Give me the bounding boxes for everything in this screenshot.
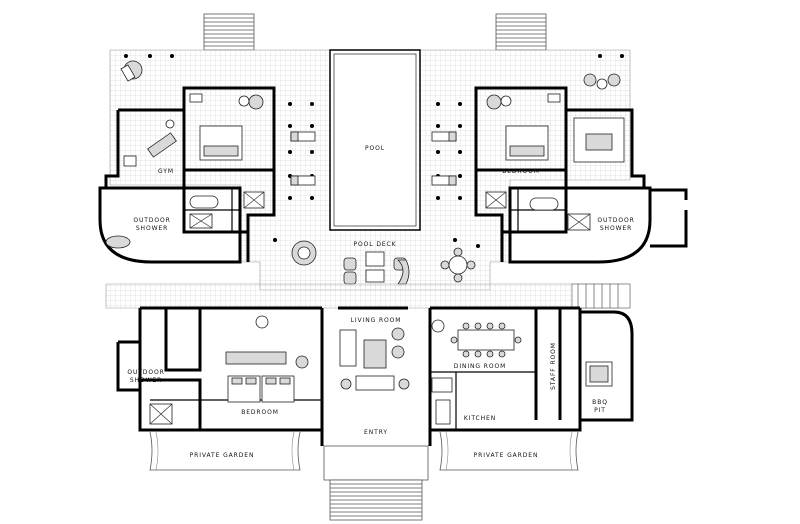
- right-pavilion-furniture: [485, 93, 625, 231]
- side-steps-right: [577, 284, 619, 308]
- private-garden-right-label: PRIVATE GARDEN: [474, 452, 539, 459]
- outdoor-shower-left-label-1: OUTDOOR: [133, 217, 170, 224]
- outdoor-shower-right-label-2: SHOWER: [600, 225, 632, 232]
- entry-label: ENTRY: [364, 429, 388, 436]
- staff-room-label: STAFF ROOM: [550, 342, 557, 390]
- deck-chairs-upper: [120, 60, 621, 90]
- outdoor-shower-lower-label-1: OUTDOOR: [127, 369, 164, 376]
- right-pavilion-walls: [474, 86, 688, 264]
- bbq-pit-label-1: BBQ: [592, 399, 608, 406]
- pool: [329, 49, 421, 231]
- bbq-pit-label-2: PIT: [594, 407, 606, 414]
- bedroom-lower-label: BEDROOM: [241, 409, 279, 416]
- left-pavilion-walls: [98, 86, 276, 264]
- sun-loungers-left: [290, 131, 316, 186]
- sun-loungers-right: [431, 131, 457, 186]
- private-garden-left: [149, 431, 301, 471]
- deck-posts: [124, 54, 624, 248]
- lower-deck-strip: [105, 283, 631, 309]
- top-stairs-left: [203, 13, 255, 51]
- main-house-furniture: [149, 315, 613, 425]
- private-garden-left-label: PRIVATE GARDEN: [190, 452, 255, 459]
- kitchen-label: KITCHEN: [464, 415, 496, 422]
- entry-stairs: [323, 445, 429, 521]
- gym-label: GYM: [158, 168, 174, 175]
- outdoor-shower-right-label-1: OUTDOOR: [597, 217, 634, 224]
- pool-deck-dining-set: [440, 247, 476, 283]
- dining-room-label: DINING ROOM: [454, 363, 506, 370]
- pool-label: POOL: [365, 145, 385, 152]
- outdoor-shower-lower-label-2: SHOWER: [130, 377, 162, 384]
- private-garden-right: [439, 431, 579, 471]
- top-stairs-right: [495, 13, 547, 51]
- left-pavilion-furniture: [105, 93, 265, 249]
- pool-deck-label: POOL DECK: [354, 241, 397, 248]
- living-room-label: LIVING ROOM: [351, 317, 402, 324]
- bedroom-upper-right-label: BEDROOM: [502, 168, 540, 175]
- main-house-walls: [116, 306, 634, 446]
- outdoor-shower-left-label-2: SHOWER: [136, 225, 168, 232]
- pool-deck-lounge-set: [291, 240, 410, 285]
